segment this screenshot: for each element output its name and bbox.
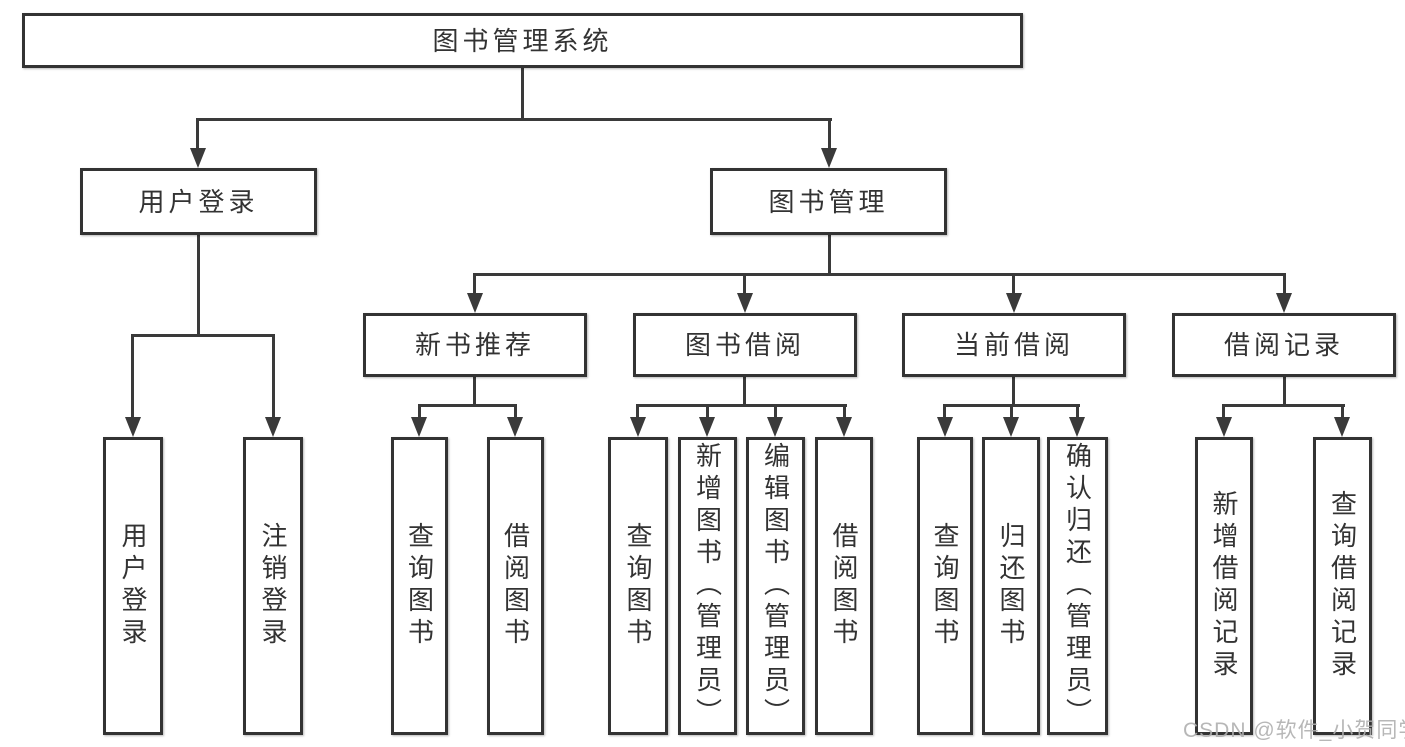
leaf-return-books: 归还图书	[982, 437, 1040, 735]
arrowhead-down-icon	[1003, 417, 1019, 437]
arrowhead-down-icon	[836, 417, 852, 437]
arrowhead-down-icon	[507, 417, 523, 437]
arrowhead-down-icon	[1006, 293, 1022, 313]
connector-line	[843, 404, 846, 420]
arrowhead-down-icon	[265, 417, 281, 437]
arrowhead-down-icon	[190, 148, 206, 168]
arrowhead-down-icon	[1216, 417, 1232, 437]
leaf-user-login: 用户登录	[103, 437, 163, 735]
connector-line	[514, 404, 517, 420]
connector-line	[1012, 273, 1015, 297]
connector-line	[1222, 404, 1345, 407]
arrowhead-down-icon	[767, 417, 783, 437]
connector-line	[1010, 404, 1013, 420]
arrowhead-down-icon	[411, 417, 427, 437]
connector-line	[943, 404, 946, 420]
leaf-logout: 注销登录	[243, 437, 303, 735]
leaf-query-books-3: 查询图书	[917, 437, 973, 735]
connector-line	[828, 235, 831, 276]
leaf-query-books-1: 查询图书	[391, 437, 448, 735]
node-new-book-recommend: 新书推荐	[363, 313, 587, 377]
connector-line	[743, 377, 746, 407]
node-borrow-records: 借阅记录	[1172, 313, 1396, 377]
connector-line	[1283, 377, 1286, 407]
node-root: 图书管理系统	[22, 13, 1023, 68]
connector-line	[828, 118, 831, 152]
leaf-borrow-books-1: 借阅图书	[487, 437, 544, 735]
connector-line	[521, 68, 524, 120]
arrowhead-down-icon	[467, 293, 483, 313]
connector-line	[636, 404, 639, 420]
leaf-add-borrow-record: 新增借阅记录	[1195, 437, 1253, 735]
leaf-add-books-admin: 新增图书（管理员）	[678, 437, 737, 735]
connector-line	[196, 118, 199, 152]
arrowhead-down-icon	[1276, 293, 1292, 313]
connector-line	[473, 273, 1286, 276]
leaf-query-borrow-record: 查询借阅记录	[1313, 437, 1372, 735]
connector-line	[272, 334, 275, 420]
leaf-confirm-return-admin: 确认归还（管理员）	[1047, 437, 1108, 735]
connector-line	[1012, 377, 1015, 407]
node-current-borrow: 当前借阅	[902, 313, 1126, 377]
connector-line	[197, 235, 200, 337]
connector-line	[196, 118, 832, 121]
connector-line	[1222, 404, 1225, 420]
arrowhead-down-icon	[699, 417, 715, 437]
arrowhead-down-icon	[937, 417, 953, 437]
connector-line	[774, 404, 777, 420]
connector-line	[1341, 404, 1344, 420]
node-book-management: 图书管理	[710, 168, 947, 235]
connector-line	[1076, 404, 1079, 420]
connector-line	[418, 404, 421, 420]
connector-line	[131, 334, 134, 420]
connector-line	[743, 273, 746, 297]
arrowhead-down-icon	[737, 293, 753, 313]
arrowhead-down-icon	[630, 417, 646, 437]
arrowhead-down-icon	[1069, 417, 1085, 437]
arrowhead-down-icon	[1334, 417, 1350, 437]
connector-line	[636, 404, 847, 407]
node-book-borrow: 图书借阅	[633, 313, 857, 377]
node-user-login: 用户登录	[80, 168, 317, 235]
connector-line	[706, 404, 709, 420]
leaf-edit-books-admin: 编辑图书（管理员）	[746, 437, 805, 735]
connector-line	[473, 377, 476, 407]
leaf-borrow-books-2: 借阅图书	[815, 437, 873, 735]
connector-line	[473, 273, 476, 297]
connector-line	[418, 404, 517, 407]
csdn-watermark: CSDN @软件_小贺同学	[1183, 719, 1405, 742]
connector-line	[131, 334, 275, 337]
arrowhead-down-icon	[821, 148, 837, 168]
leaf-query-books-2: 查询图书	[608, 437, 668, 735]
arrowhead-down-icon	[125, 417, 141, 437]
connector-line	[1283, 273, 1286, 297]
